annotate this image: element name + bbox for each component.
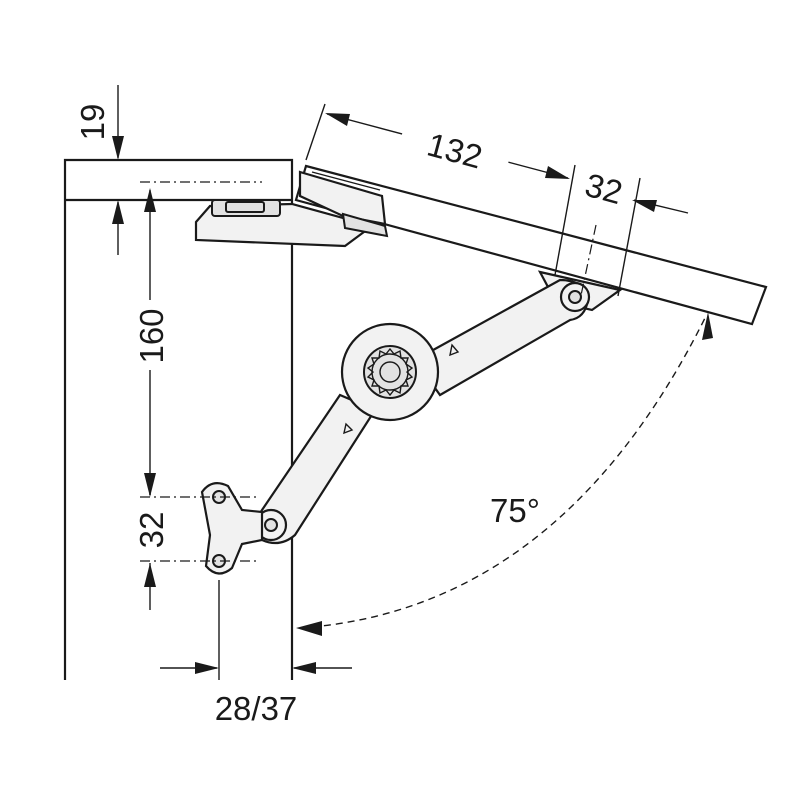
gear-icon	[366, 347, 414, 397]
opening-angle-label: 75°	[490, 492, 540, 529]
opening-angle-arc	[296, 312, 713, 636]
upper-arm	[413, 278, 591, 397]
pivot-housing	[340, 322, 440, 422]
dim-panel-thickness-label: 19	[74, 104, 111, 141]
dim-side-offset: 28/37	[160, 580, 352, 727]
lower-arm	[254, 393, 377, 545]
mounting-plate	[194, 199, 375, 248]
dim-bracket-spacing: 32	[133, 480, 260, 610]
dim-bracket-spacing-label: 32	[133, 512, 170, 549]
side-bracket	[200, 481, 264, 575]
dim-panel-thickness: 19	[74, 85, 124, 255]
lid-connector	[298, 170, 389, 238]
dim-vertical-distance-label: 160	[133, 308, 170, 363]
dim-lid-length: 132 32	[305, 103, 689, 301]
dim-side-offset-label: 28/37	[215, 690, 298, 727]
dim-vertical-distance: 160	[132, 188, 170, 497]
dim-lid-offset-label: 32	[581, 166, 626, 211]
